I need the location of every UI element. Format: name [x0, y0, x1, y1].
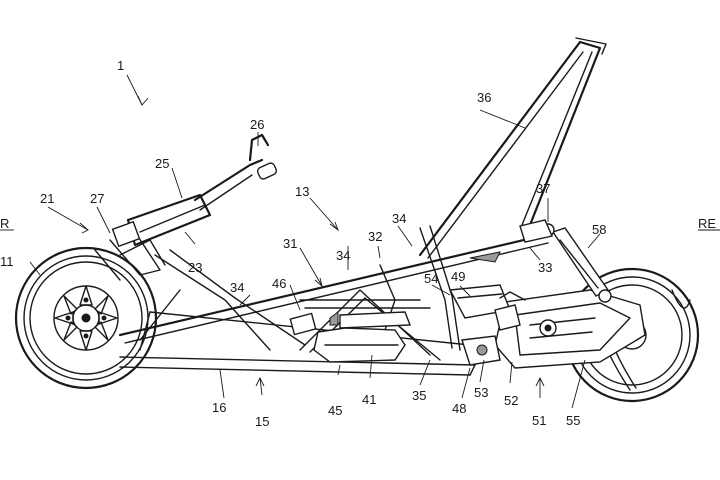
label-right-direction: RE: [698, 216, 716, 231]
label-25: 25: [155, 156, 169, 171]
label-58: 58: [592, 222, 606, 237]
label-51: 51: [532, 413, 546, 428]
label-21: 21: [40, 191, 54, 206]
label-27: 27: [90, 191, 104, 206]
label-53: 53: [474, 385, 488, 400]
lower-tank: [313, 311, 412, 363]
label-45: 45: [328, 403, 342, 418]
label-13: 13: [295, 184, 309, 199]
front-wheel: [14, 246, 158, 390]
component-box-46: [289, 312, 317, 336]
leader-lines: [0, 74, 720, 409]
label-23: 23: [188, 260, 202, 275]
label-15: 15: [255, 414, 269, 429]
lower-frame: [119, 311, 476, 376]
label-1: 1: [117, 58, 124, 73]
power-unit: [448, 284, 646, 369]
roll-bar: [418, 37, 607, 259]
label-52: 52: [504, 393, 518, 408]
label-55: 55: [566, 413, 580, 428]
label-54: 54: [424, 271, 438, 286]
label-16: 16: [212, 400, 226, 415]
label-32: 32: [368, 229, 382, 244]
label-11: 11: [0, 254, 14, 269]
label-26: 26: [250, 117, 264, 132]
label-left-direction: R: [0, 216, 9, 231]
label-31: 31: [283, 236, 297, 251]
label-35: 35: [412, 388, 426, 403]
steering-assembly: [94, 133, 278, 281]
label-46: 46: [272, 276, 286, 291]
frame-rear-joint: [469, 219, 553, 263]
label-34-middle: 34: [336, 248, 350, 263]
label-37: 37: [536, 181, 550, 196]
label-34-left: 34: [230, 280, 244, 295]
label-33: 33: [538, 260, 552, 275]
label-48: 48: [452, 401, 466, 416]
label-49: 49: [451, 269, 465, 284]
label-34-upper: 34: [392, 211, 406, 226]
label-41: 41: [362, 392, 376, 407]
rear-shock: [541, 223, 612, 303]
label-36: 36: [477, 90, 491, 105]
reference-labels: R RE 1 11 13 15 16 21 23 25 26 27 31 32 …: [0, 58, 716, 429]
